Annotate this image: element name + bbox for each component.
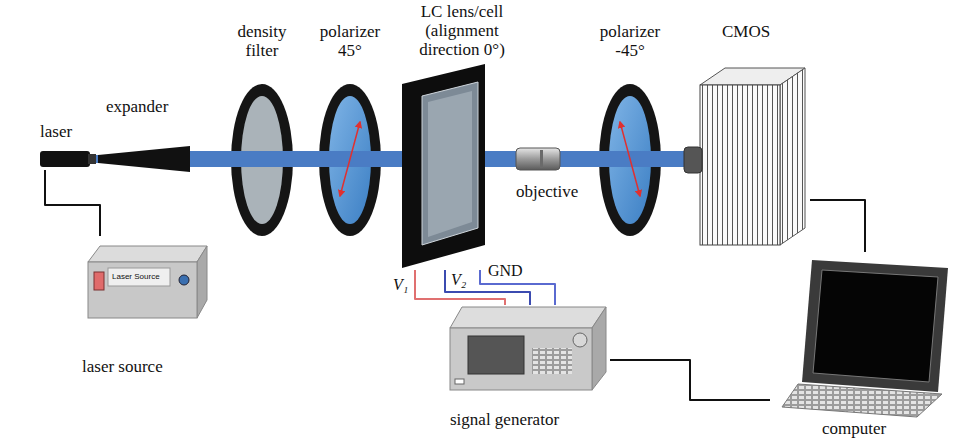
lc-cell-mount [402,64,485,268]
camera-lens [684,147,702,173]
objective-lens [516,148,560,170]
polarizer: polarizer -45° [590,20,672,240]
cable [45,170,100,236]
cmos-camera [700,85,780,245]
laser-source-device: Laser Source laser source [75,236,210,382]
part-label: computer [822,419,886,438]
part-label: polarizer -45° [590,22,670,60]
lc-cell-glass [422,82,478,245]
part-label: LC lens/cell (alignment direction 0°) [412,2,512,59]
beam-expander: expander [98,93,193,175]
signal-label: V₂ [450,271,467,289]
laptop-screen [813,270,938,382]
cmos-camera: CMOS [680,18,810,248]
objective-lens: objective [514,140,580,206]
objective-lens [540,150,543,168]
signal-label: GND [487,262,524,280]
signal-generator-device [450,307,606,328]
polarizer: polarizer 45° [310,20,392,240]
cmos-camera [780,68,805,245]
part-label: laser source [82,357,163,376]
part-label: signal generator [450,410,559,429]
display-panel [108,268,170,286]
polarization-arrow [340,122,360,196]
polarizer [599,84,661,236]
signal-label: V₁ [392,276,409,294]
power-button [94,272,104,290]
polarization-arrow [620,122,640,196]
density-filter [231,84,293,236]
density-filter: density filter [222,20,304,240]
generator-screen [468,336,524,374]
part-label: CMOS [722,22,770,41]
polarizer [319,84,381,236]
device-panel-text: Laser Source [112,272,160,282]
laser-beam [231,151,293,167]
lc-cell: LC lens/cell (alignment direction 0°) [402,0,514,270]
generator-keypad [532,348,572,374]
beam-expander [98,146,190,172]
part-label: polarizer 45° [310,22,390,60]
control-knob [179,275,189,285]
laptop-computer: computer [770,252,960,442]
signal-generator-device: signal generator [445,305,610,435]
part-label: objective [516,182,578,201]
part-label: density filter [222,22,302,60]
laptop-keyboard [782,384,942,417]
laser-head [40,151,90,167]
part-label: laser [40,122,72,141]
laser-source-device [88,246,207,262]
part-label: expander [106,97,168,116]
laser-head [88,154,96,164]
cable [610,360,770,400]
laser-source-device [88,262,197,318]
lc-cell-glass [428,91,472,237]
power-button [455,379,464,384]
control-knob [573,333,587,347]
signal-generator-device [592,307,606,390]
laptop-screen [802,260,948,392]
cable [810,200,865,252]
signal-generator-device [450,328,592,390]
laser-head: laser [35,118,97,170]
laser-source-device [197,246,207,318]
